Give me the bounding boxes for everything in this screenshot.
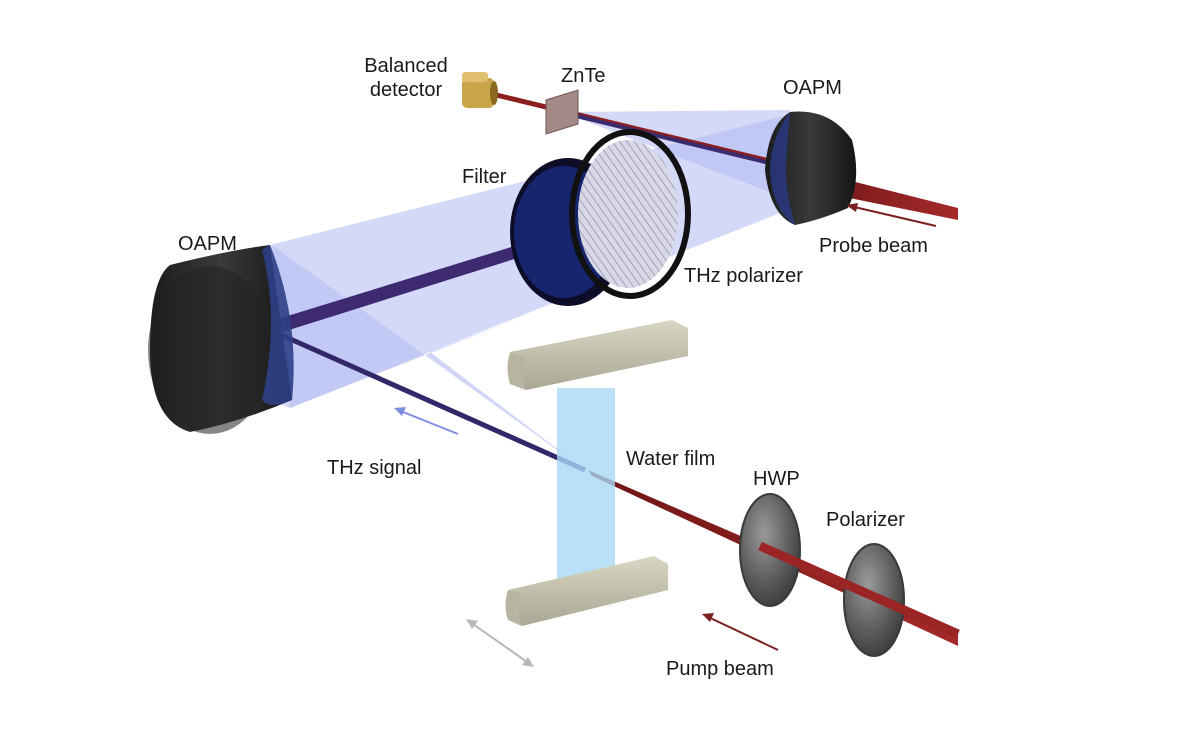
label-znte: ZnTe [561,65,606,87]
nozzle-bottom [505,556,668,626]
label-filter: Filter [462,166,507,188]
label-oapm-left: OAPM [178,233,237,255]
oapm-right-mirror [765,111,857,225]
label-oapm-top: OAPM [783,77,842,99]
thz-signal-line [268,327,587,473]
thz-polarizer-disc [569,129,691,299]
thz-znte-line [559,110,791,170]
oapm-left-mirror [148,245,294,434]
balanced-detector-box [462,72,498,108]
thz-signal-arrow-icon [394,407,459,435]
znte-crystal [545,89,579,135]
label-water-film: Water film [626,448,716,470]
thz-center-beam [268,232,562,336]
label-balanced-detector: Balanced detector [364,55,448,101]
pump-beam-front [758,541,960,639]
nozzle-top [507,320,688,390]
pump-arrow-icon [702,613,779,651]
translation-arrow-icon [466,619,534,667]
label-polarizer: Polarizer [826,509,905,531]
label-thz-polarizer: THz polarizer [684,265,803,287]
probe-arrow-icon [846,203,937,227]
water-film-sheet [557,388,615,584]
label-hwp: HWP [753,468,800,490]
label-probe-beam: Probe beam [819,235,928,257]
label-thz-signal: THz signal [327,457,422,479]
label-pump-beam: Pump beam [666,658,774,680]
